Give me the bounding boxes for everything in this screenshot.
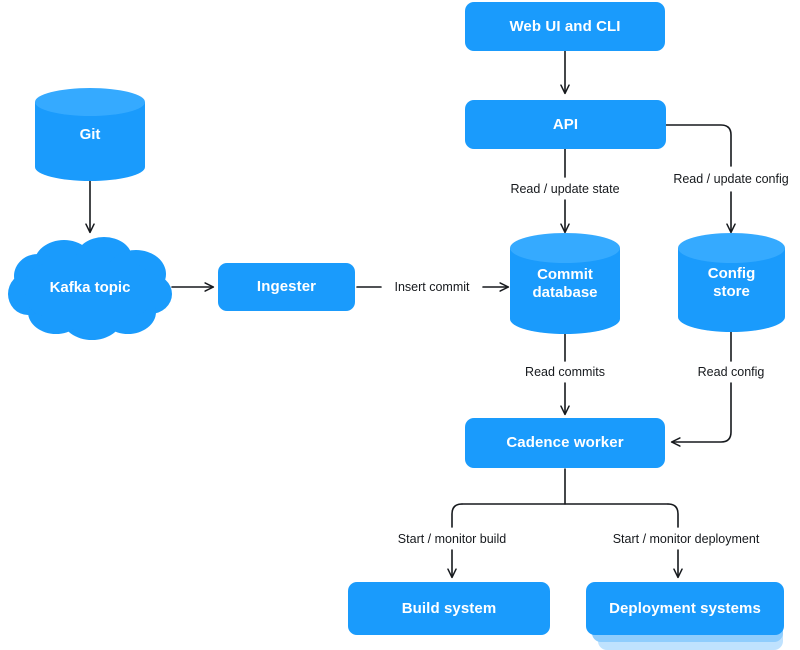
edge-api-to-configstore-upper: [665, 124, 732, 167]
node-label-web-ui-and-cli: Web UI and CLI: [509, 17, 621, 35]
node-label-ingester: Ingester: [256, 278, 317, 296]
node-build-system[interactable]: Build system: [348, 582, 550, 635]
node-deployment-systems[interactable]: Deployment systems: [586, 582, 784, 635]
node-label-config-store-line1: Config: [707, 264, 756, 282]
node-label-api: API: [552, 115, 579, 133]
node-label-config-store-line2: store: [713, 282, 750, 300]
cloud-shape-kafka-topic: [8, 237, 172, 340]
node-git[interactable]: Git: [35, 88, 145, 181]
node-commit-database[interactable]: Commit database: [510, 233, 620, 334]
node-label-config-store: Config store: [708, 265, 755, 300]
edge-label-read-commits: Read commits: [521, 364, 609, 380]
node-cadence-worker[interactable]: Cadence worker: [465, 418, 665, 468]
node-config-store[interactable]: Config store: [678, 233, 785, 332]
node-label-cadence-worker: Cadence worker: [506, 434, 624, 452]
cylinder-shape-commit-database: [510, 233, 620, 334]
node-label-git: Git: [79, 125, 101, 143]
node-label-build-system: Build system: [401, 599, 497, 617]
node-label-deployment-systems: Deployment systems: [609, 599, 761, 617]
node-label-kafka-topic: Kafka topic: [49, 279, 131, 297]
node-label-commit-database-line2: database: [532, 283, 598, 301]
edge-label-insert-commit: Insert commit: [390, 279, 474, 295]
cylinder-shape-git: [35, 88, 145, 181]
node-web-ui-and-cli[interactable]: Web UI and CLI: [465, 2, 665, 51]
edge-label-read-config: Read config: [693, 364, 769, 380]
edge-label-read-update-state: Read / update state: [506, 181, 624, 197]
node-kafka-topic[interactable]: Kafka topic: [8, 236, 172, 340]
edge-label-read-update-config: Read / update config: [669, 171, 793, 187]
node-ingester[interactable]: Ingester: [218, 263, 355, 311]
edge-label-start-monitor-deployment: Start / monitor deployment: [608, 531, 764, 547]
node-label-commit-database-line1: Commit: [537, 265, 593, 283]
edge-cadence-to-deploy-upper: [667, 503, 679, 528]
node-api[interactable]: API: [465, 100, 666, 149]
cylinder-shape-config-store: [678, 233, 785, 332]
node-label-commit-database: Commit database: [532, 266, 597, 301]
edge-configstore-to-cadence-lower: [672, 382, 732, 442]
edge-label-start-monitor-build: Start / monitor build: [393, 531, 511, 547]
edge-cadence-to-build-upper: [451, 503, 463, 528]
